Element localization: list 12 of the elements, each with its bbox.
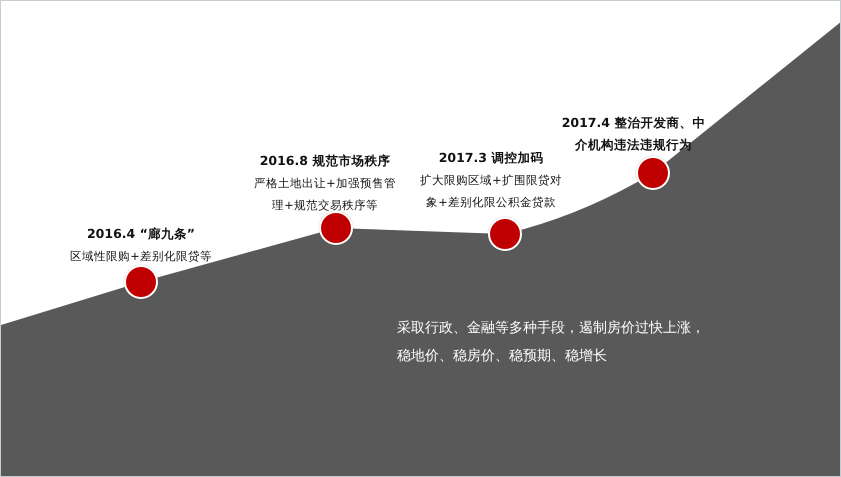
milestone-dot xyxy=(124,265,158,299)
milestone-title: 2016.8 规范市场秩序 xyxy=(258,152,392,170)
summary-text: 采取行政、金融等多种手段，遏制房价过快上涨，稳地价、稳房价、稳预期、稳增长 xyxy=(397,319,706,366)
milestone-dot xyxy=(488,217,522,251)
milestone-dot xyxy=(319,211,353,245)
milestone-description: 扩大限购区域+扩围限贷对象+差别化限公积金贷款 xyxy=(419,172,563,211)
milestone-dot xyxy=(636,156,670,190)
milestone-title: 2016.4 “廊九条” xyxy=(86,225,196,243)
milestone-title: 2017.4 整治开发商、中介机构违法违规行为 xyxy=(561,114,706,154)
milestone-description: 区域性限购+差别化限贷等 xyxy=(69,248,213,265)
milestone-title: 2017.3 调控加码 xyxy=(438,149,544,167)
milestone-description: 严格土地出让+加强预售管理+规范交易秩序等 xyxy=(253,175,397,214)
